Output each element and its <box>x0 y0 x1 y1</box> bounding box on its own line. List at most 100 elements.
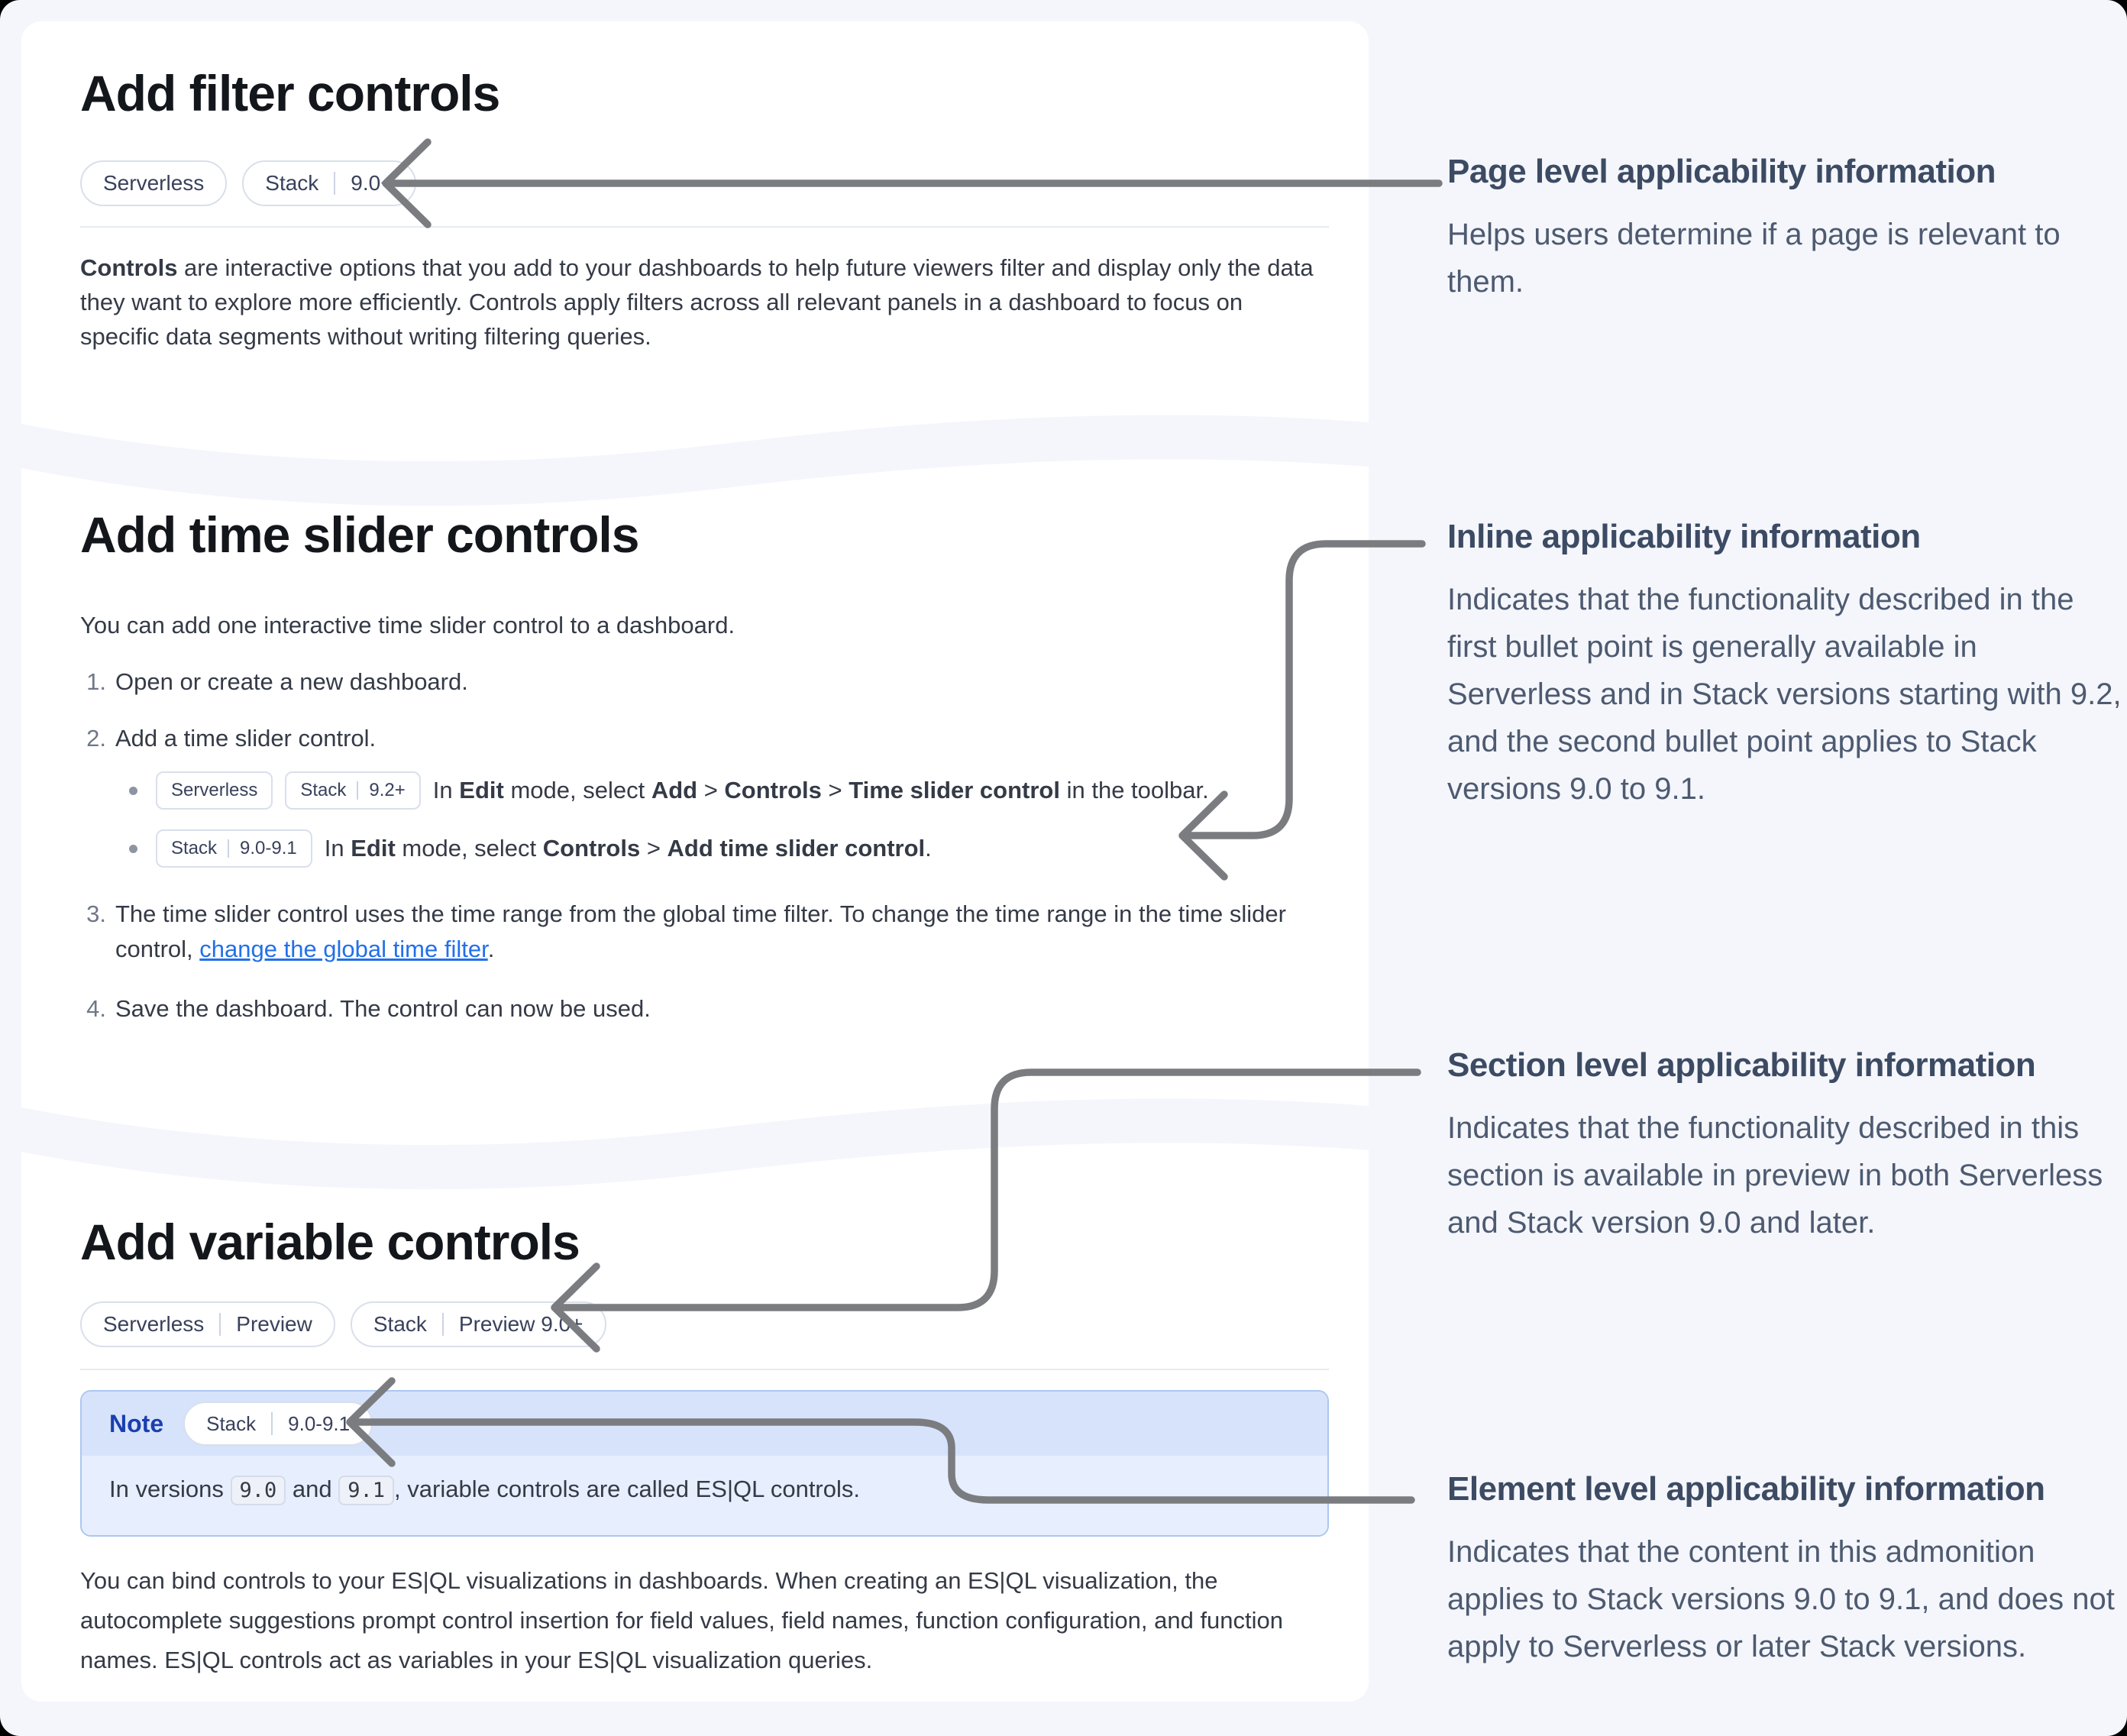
note-admonition: Note Stack 9.0-9.1 In versions 9.0 and 9.… <box>80 1390 1329 1537</box>
badge-part: 9.0-9.1 <box>288 1411 351 1435</box>
code-chip: 9.0 <box>230 1476 286 1505</box>
code-chip: 9.1 <box>338 1476 395 1505</box>
badge-part: Serverless <box>171 780 258 800</box>
annotation-element-level: Element level applicability information … <box>1447 1470 2123 1670</box>
text: in the toolbar. <box>1059 777 1209 803</box>
badge-part: Stack <box>373 1312 427 1336</box>
badge-part: Preview <box>236 1312 312 1336</box>
text: > <box>821 777 849 803</box>
badge-separator <box>357 781 359 800</box>
list-item-text: The time slider control uses the time ra… <box>115 897 1295 967</box>
badge-part: 9.0-9.1 <box>240 838 297 858</box>
note-label: Note <box>109 1409 164 1437</box>
inline-link[interactable]: change the global time filter <box>199 936 488 962</box>
note-body: In versions 9.0 and 9.1, variable contro… <box>82 1456 1327 1535</box>
annotation-title: Element level applicability information <box>1447 1470 2045 1508</box>
badge-part: 9.0+ <box>351 171 393 195</box>
text: . <box>487 936 495 962</box>
text: and <box>286 1476 339 1502</box>
bold-text: Time slider control <box>849 777 1060 803</box>
text: > <box>640 835 668 862</box>
badge-separator <box>334 172 336 195</box>
badge-part: Stack <box>206 1411 257 1435</box>
annotation-title: Page level applicability information <box>1447 153 1996 190</box>
badge-part: Preview 9.0+ <box>458 1312 583 1336</box>
badge-serverless: Serverless <box>156 771 273 810</box>
bold-text: Add time slider control <box>667 835 926 862</box>
section-add-filter-controls: Add filter controls Serverless Stack 9.0+… <box>21 21 1369 457</box>
bold-text: Edit <box>459 777 504 803</box>
annotation-body: Indicates that the functionality describ… <box>1447 583 2122 806</box>
bold-text: Controls <box>80 254 178 281</box>
badge-part: Serverless <box>103 171 205 195</box>
badge-part: Serverless <box>103 1312 205 1336</box>
list-item: 3. The time slider control uses the time… <box>80 897 1295 967</box>
annotation-title: Inline applicability information <box>1447 518 1921 555</box>
page-applicability-badges: Serverless Stack 9.0+ <box>80 160 416 206</box>
section-intro: You can add one interactive time slider … <box>80 612 735 638</box>
section-add-time-slider-controls: Add time slider controls You can add one… <box>21 457 1369 1121</box>
badge-part: Stack <box>300 780 347 800</box>
bullet-item: Stack 9.0-9.1 In Edit mode, select Contro… <box>129 829 932 868</box>
bullet-item: Serverless Stack 9.2+ In Edit mode, selec… <box>129 771 1209 810</box>
badge-serverless-preview: Serverless Preview <box>80 1301 335 1347</box>
badge-part: Stack <box>265 171 319 195</box>
text: > <box>697 777 725 803</box>
intro-paragraph: Controls are interactive options that yo… <box>80 251 1314 354</box>
section-add-variable-controls: Add variable controls Serverless Preview … <box>21 1121 1369 1702</box>
bold-text: Controls <box>542 835 641 862</box>
bold-text: Add <box>651 777 698 803</box>
text: , variable controls are called ES|QL con… <box>394 1476 860 1502</box>
badge-separator <box>441 1313 444 1336</box>
note-header: Note Stack 9.0-9.1 <box>82 1392 1327 1456</box>
badge-stack-version: Stack 9.0-9.1 <box>183 1401 373 1446</box>
annotation-body: Indicates that the content in this admon… <box>1447 1535 2115 1663</box>
text: The time slider control uses the time ra… <box>115 900 1286 962</box>
badge-separator <box>219 1313 221 1336</box>
annotation-section-level: Section level applicability information … <box>1447 1046 2123 1246</box>
divider <box>80 1369 1329 1370</box>
list-item: 1. Open or create a new dashboard. <box>80 664 1295 700</box>
list-number: 4. <box>86 995 106 1022</box>
list-item-text: Open or create a new dashboard. <box>115 668 468 695</box>
annotation-page-level: Page level applicability information Hel… <box>1447 153 2123 305</box>
badge-stack-version: Stack 9.0+ <box>242 160 416 206</box>
badge-stack-version: Stack 9.0-9.1 <box>156 829 312 868</box>
section-title: Add time slider controls <box>80 506 639 563</box>
annotation-body: Helps users determine if a page is relev… <box>1447 218 2061 299</box>
annotation-inline-level: Inline applicability information Indicat… <box>1447 518 2123 813</box>
text: In <box>432 777 460 803</box>
bullet-text: In Edit mode, select Controls > Add time… <box>325 835 932 862</box>
text: In <box>324 835 351 862</box>
closing-paragraph: You can bind controls to your ES|QL visu… <box>80 1567 1284 1673</box>
bold-text: Edit <box>351 835 396 862</box>
section-applicability-badges: Serverless Preview Stack Preview 9.0+ <box>80 1301 606 1347</box>
bold-text: Controls <box>724 777 822 803</box>
badge-separator <box>271 1412 273 1435</box>
badge-stack-version: Stack 9.2+ <box>285 771 421 810</box>
annotation-title: Section level applicability information <box>1447 1046 2036 1084</box>
list-item: 4. Save the dashboard. The control can n… <box>80 991 1295 1026</box>
badge-part: Stack <box>171 838 218 858</box>
list-number: 2. <box>86 725 106 752</box>
bullet-icon <box>129 844 137 853</box>
bullet-text: In Edit mode, select Add > Controls > Ti… <box>433 777 1209 804</box>
list-number: 3. <box>86 900 106 927</box>
divider <box>80 226 1329 228</box>
text: In versions <box>109 1476 231 1502</box>
annotation-body: Indicates that the functionality describ… <box>1447 1111 2103 1240</box>
page-title: Add filter controls <box>80 65 500 121</box>
list-item: 2. Add a time slider control. <box>80 721 1295 756</box>
section-title: Add variable controls <box>80 1214 580 1270</box>
badge-serverless: Serverless <box>80 160 228 206</box>
list-number: 1. <box>86 668 106 695</box>
badge-part: 9.2+ <box>369 780 406 800</box>
text: mode, select <box>395 835 543 862</box>
badge-separator <box>228 839 230 858</box>
text: are interactive options that you add to … <box>80 254 1314 350</box>
bullet-icon <box>129 786 137 795</box>
list-item-text: Save the dashboard. The control can now … <box>115 995 651 1022</box>
badge-stack-preview-version: Stack Preview 9.0+ <box>350 1301 606 1347</box>
text: mode, select <box>503 777 651 803</box>
